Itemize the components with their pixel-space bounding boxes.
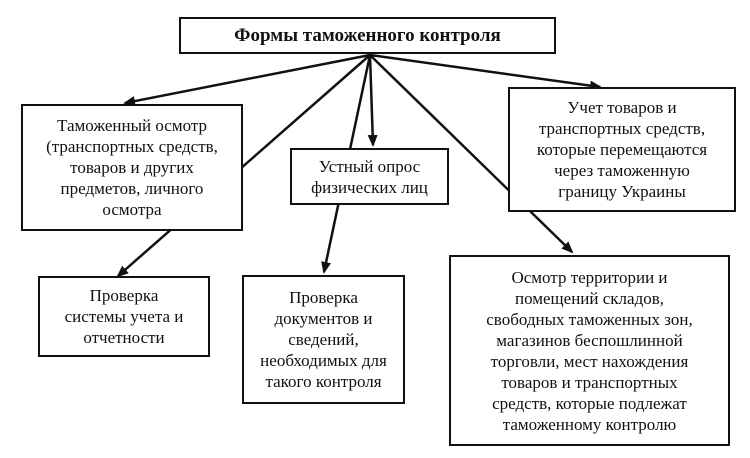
diagram-title: Формы таможенного контроля bbox=[179, 17, 556, 54]
arrow-to-inspection bbox=[123, 53, 371, 106]
node-customs-inspection: Таможенный осмотр (транспортных средств,… bbox=[21, 104, 243, 231]
node-goods-accounting: Учет товаров и транспортных средств, кот… bbox=[508, 87, 736, 212]
node-territory-inspection: Осмотр территории и помещений складов, с… bbox=[449, 255, 730, 446]
arrow-to-accounting-check bbox=[116, 54, 371, 278]
arrow-to-accounting-goods bbox=[369, 53, 602, 91]
node-oral-survey: Устный опрос физических лиц bbox=[290, 148, 449, 205]
arrow-to-territory-inspection bbox=[369, 54, 574, 254]
node-documents-check: Проверка документов и сведений, необходи… bbox=[242, 275, 405, 404]
arrow-to-oral-survey bbox=[367, 54, 378, 147]
node-accounting-system-check: Проверка системы учета и отчетности bbox=[38, 276, 210, 357]
